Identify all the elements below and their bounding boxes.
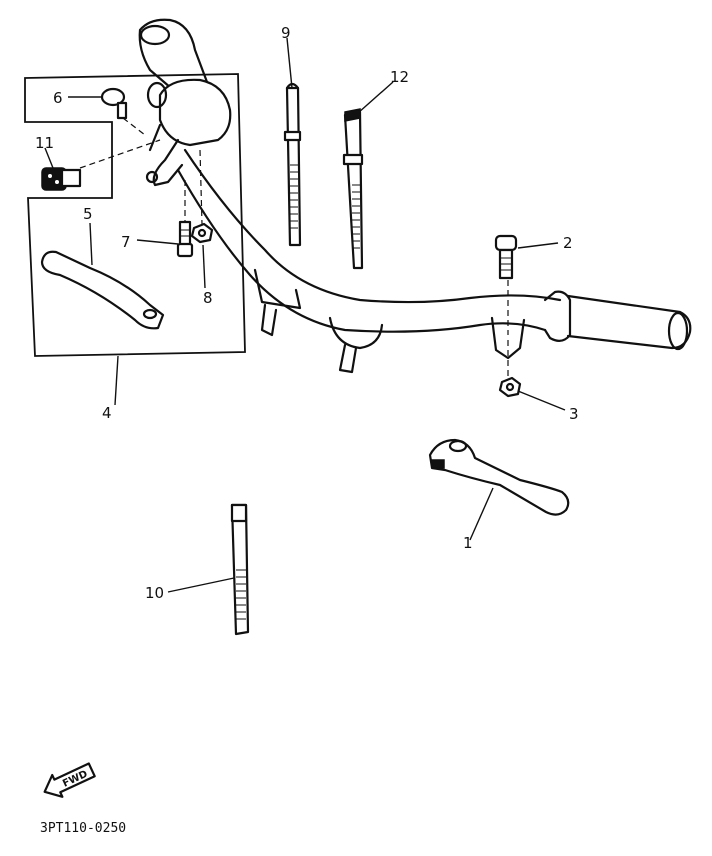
callout-3: 3 — [569, 405, 579, 423]
screw-6 — [100, 87, 128, 120]
callout-1: 1 — [463, 534, 473, 552]
bolt-7 — [176, 220, 194, 258]
callout-10: 10 — [145, 584, 164, 602]
right-lever — [428, 438, 570, 516]
nut-3 — [498, 376, 522, 398]
callout-2: 2 — [563, 234, 573, 252]
bolt-2 — [494, 234, 518, 280]
assembly-group-box — [24, 73, 246, 357]
forward-arrow-icon: FWD — [43, 762, 96, 798]
drawing-code: 3PT110-0250 — [40, 821, 126, 836]
assembly-line — [122, 117, 146, 136]
cable-tie-9 — [283, 82, 302, 247]
assembly-line — [79, 139, 161, 169]
cable-tie-10 — [230, 503, 250, 636]
callout-5: 5 — [83, 205, 93, 223]
callout-9: 9 — [281, 24, 291, 42]
leader-lines — [44, 37, 566, 593]
switch-11 — [41, 167, 82, 191]
callout-11: 11 — [35, 134, 54, 152]
callout-6: 6 — [53, 89, 63, 107]
callout-12: 12 — [390, 68, 409, 86]
callout-8: 8 — [203, 289, 213, 307]
nut-8 — [190, 222, 214, 244]
assembly-line — [199, 149, 203, 225]
left-lever — [40, 250, 165, 330]
callout-7: 7 — [121, 233, 131, 251]
handlebar — [138, 18, 692, 374]
callout-4: 4 — [102, 404, 112, 422]
cable-tie-12 — [342, 108, 364, 270]
left-lever-holder — [145, 78, 232, 187]
